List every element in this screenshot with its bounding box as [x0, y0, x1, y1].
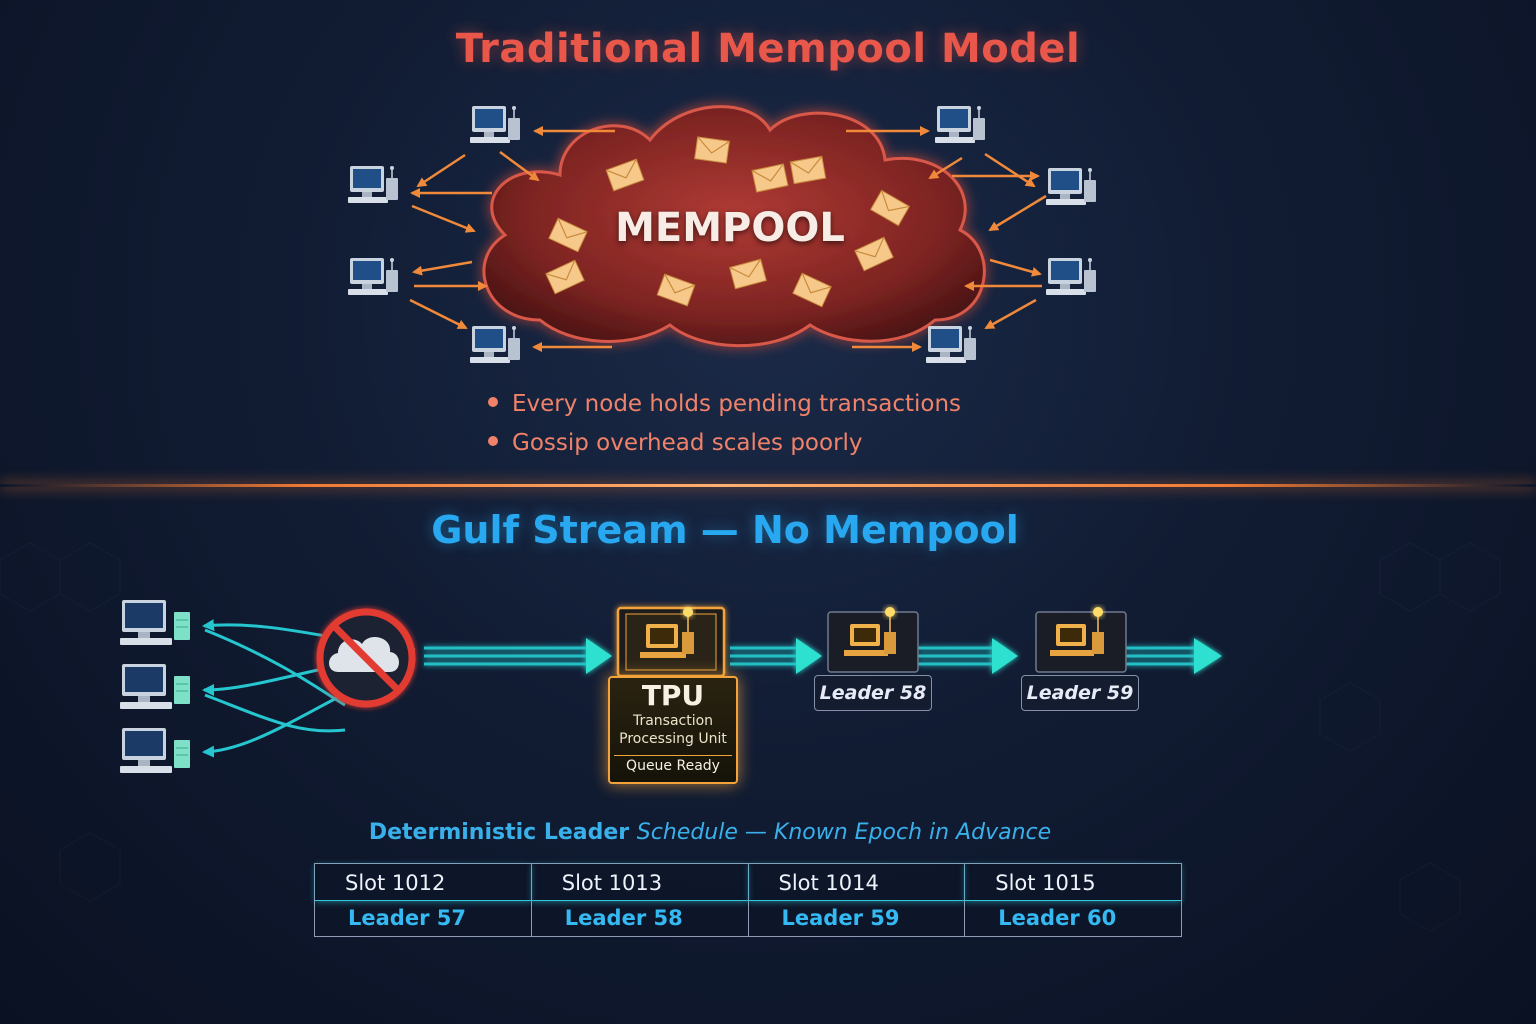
mempool-label: MEMPOOL [615, 205, 845, 251]
computer-icon [469, 325, 521, 364]
gossip-arrows [409, 126, 1047, 352]
no-mempool-icon [316, 608, 416, 708]
leader-cell: Leader 59 [781, 906, 900, 930]
flow-arrows [424, 638, 1222, 674]
schedule-title-part: Deterministic Leader [368, 820, 637, 845]
bullet-text: Gossip overhead scales poorly [512, 430, 863, 456]
tpu-panel: TPU Transaction Processing Unit Queue Re… [608, 676, 738, 784]
leader-cell: Leader 60 [998, 906, 1117, 930]
tpu-subtitle-line2: Processing Unit [619, 731, 727, 747]
leader-schedule-table: Slot 1012 Leader 57 Slot 1013 Leader 58 … [314, 863, 1182, 937]
tpu-subtitle-line1: Transaction [632, 713, 714, 729]
bullet-item: Gossip overhead scales poorly [488, 427, 961, 466]
schedule-title-part: Schedule [636, 820, 738, 845]
slot-cell: Slot 1014 [748, 864, 965, 901]
gulf-stream-title: Gulf Stream — No Mempool [431, 508, 1019, 552]
computer-icon [1045, 257, 1097, 296]
leader-58-node-icon [827, 607, 919, 673]
computer-icon [347, 257, 399, 296]
traditional-model-title: Traditional Mempool Model [455, 26, 1081, 72]
leader-58-tag: Leader 58 [814, 675, 932, 711]
bullet-text: Every node holds pending transactions [512, 391, 962, 417]
bullet-dot-icon [488, 435, 498, 446]
computer-icon [469, 105, 521, 144]
computer-icon [934, 105, 986, 144]
computer-icon [119, 599, 191, 646]
schedule-column: Slot 1015 Leader 60 [965, 864, 1181, 936]
tpu-queue-status: Queue Ready [614, 755, 732, 778]
schedule-column: Slot 1014 Leader 59 [748, 864, 966, 936]
tpu-title: TPU [641, 679, 705, 712]
slot-cell: Slot 1012 [315, 864, 531, 901]
leader-59-tag: Leader 59 [1021, 675, 1139, 711]
slot-cell: Slot 1013 [531, 864, 748, 901]
bullet-dot-icon [488, 396, 498, 407]
schedule-column: Slot 1012 Leader 57 [315, 864, 532, 936]
leader-cell: Leader 57 [348, 906, 466, 930]
section-divider [0, 484, 1536, 487]
hex-background [0, 542, 1501, 932]
mempool-bullet-list: Every node holds pending transactions Go… [488, 388, 961, 466]
envelope-icon [694, 136, 730, 164]
schedule-title: Deterministic Leader Schedule — Known Ep… [0, 820, 1420, 845]
bullet-item: Every node holds pending transactions [488, 388, 961, 427]
client-computers [119, 599, 191, 774]
computer-icon [119, 663, 191, 710]
computer-icon [347, 165, 399, 204]
tpu-node-icon [616, 606, 726, 678]
computer-icon [925, 325, 977, 364]
leader-cell: Leader 58 [564, 906, 683, 930]
schedule-title-part: — Known Epoch in Advance [737, 820, 1052, 845]
leader-59-node-icon [1035, 607, 1127, 673]
computer-icon [1045, 167, 1097, 206]
mempool-cloud [482, 105, 986, 348]
schedule-column: Slot 1013 Leader 58 [531, 864, 749, 936]
computer-icon [119, 727, 191, 774]
slot-cell: Slot 1015 [965, 864, 1181, 901]
